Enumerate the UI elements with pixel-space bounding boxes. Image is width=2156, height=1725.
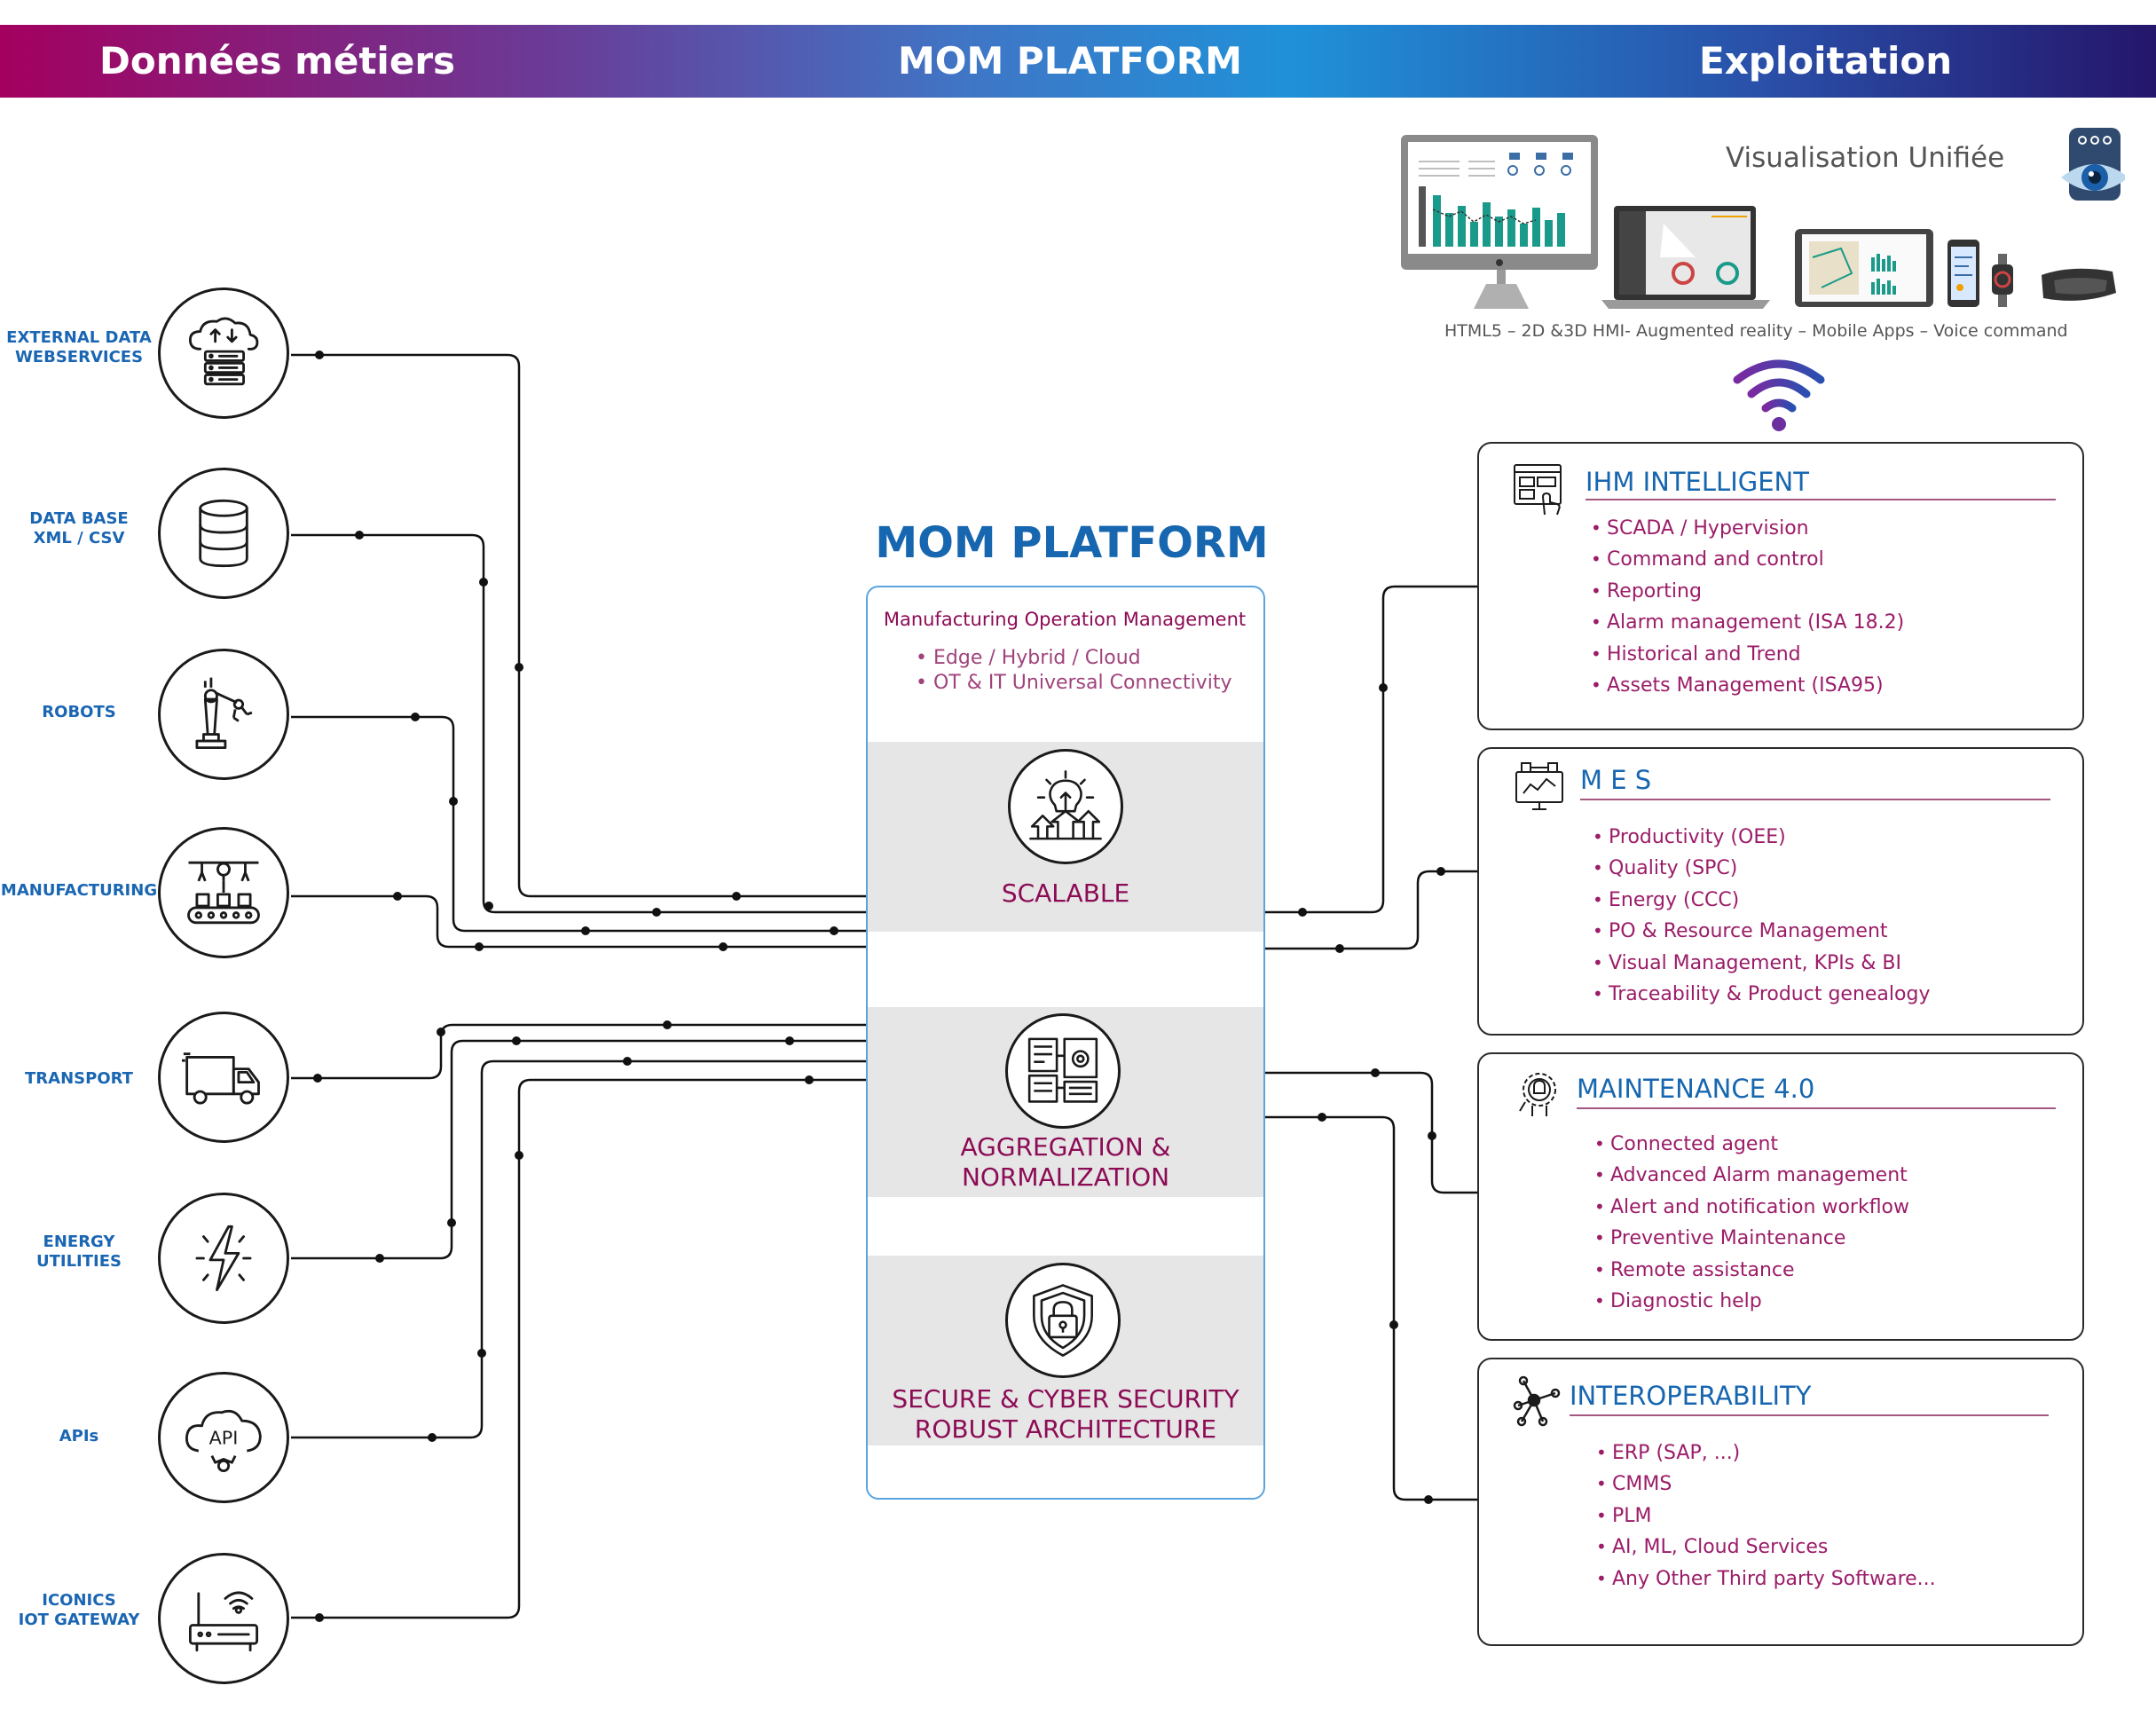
list-item: Historical and Trend — [1591, 639, 1904, 670]
list-item: PO & Resource Management — [1593, 916, 1930, 947]
list-item: Diagnostic help — [1594, 1286, 1909, 1317]
mes-monitor-icon — [1515, 762, 1563, 810]
panel-interop-title: INTEROPERABILITY — [1570, 1381, 1812, 1411]
panel-mes-list: Productivity (OEE) Quality (SPC) Energy … — [1593, 822, 1930, 1010]
robots-label: ROBOTS — [42, 703, 116, 721]
panel-interop: INTEROPERABILITY ERP (SAP, ...) CMMS PLM… — [1477, 1358, 2084, 1646]
ar-headset-icon — [2042, 268, 2116, 301]
panel-mes-divider — [1580, 799, 2050, 800]
panel-ihm-list: SCADA / Hypervision Command and control … — [1591, 513, 1904, 701]
list-item: Alert and notification workflow — [1594, 1192, 1909, 1223]
aggregation-icon-circle — [1005, 1013, 1121, 1129]
panel-ihm-title: IHM INTELLIGENT — [1586, 467, 1809, 497]
energy-node — [158, 1193, 289, 1324]
svg-text:API: API — [209, 1428, 239, 1449]
header-left-title: Données métiers — [99, 39, 456, 83]
list-item: Traceability & Product genealogy — [1593, 979, 1930, 1010]
panel-ihm: IHM INTELLIGENT SCADA / Hypervision Comm… — [1477, 442, 2084, 730]
data-blocks-icon — [1027, 1037, 1098, 1103]
smartphone-icon — [1947, 240, 1979, 307]
mom-subtitle: Manufacturing Operation Management — [883, 609, 1247, 630]
database-node — [158, 468, 289, 599]
header-banner: Données métiers MOM PLATFORM Exploitatio… — [0, 25, 2156, 98]
list-item: Energy (CCC) — [1593, 885, 1930, 916]
list-item: SCADA / Hypervision — [1591, 513, 1904, 544]
scalable-label: SCALABLE — [1001, 878, 1130, 908]
api-cloud-icon: API — [185, 1409, 262, 1473]
robots-node — [158, 649, 289, 780]
panel-ihm-divider — [1586, 499, 2056, 500]
robot-arm-icon — [195, 677, 253, 750]
transport-label: TRANSPORT — [25, 1069, 133, 1088]
panel-interop-list: ERP (SAP, ...) CMMS PLM AI, ML, Cloud Se… — [1596, 1438, 1936, 1595]
mom-bullet: Edge / Hybrid / Cloud — [932, 647, 1141, 669]
cloud-server-icon — [188, 317, 259, 386]
panel-maintenance-title: MAINTENANCE 4.0 — [1577, 1074, 1815, 1104]
database-icon — [199, 499, 248, 568]
network-nodes-icon — [1513, 1375, 1561, 1427]
list-item: Remote assistance — [1594, 1255, 1909, 1286]
list-item: Productivity (OEE) — [1593, 822, 1930, 853]
lightning-icon — [195, 1225, 252, 1292]
external-data-node — [158, 288, 289, 419]
router-icon — [188, 1591, 259, 1652]
list-item: Quality (SPC) — [1593, 853, 1930, 884]
visualisation-subtitle: HTML5 – 2D &3D HMI- Augmented reality – … — [1444, 321, 2068, 341]
truck-icon — [182, 1052, 260, 1105]
security-icon-circle — [1005, 1263, 1121, 1378]
shield-lock-icon — [1033, 1284, 1093, 1357]
wifi-icon — [1733, 359, 1825, 431]
mom-bullets: • Edge / Hybrid / Cloud • OT & IT Univer… — [916, 647, 1232, 694]
mom-bullet: OT & IT Universal Connectivity — [932, 672, 1232, 694]
list-item: Any Other Third party Software... — [1596, 1564, 1936, 1595]
manufacturing-label: MANUFACTURING — [0, 881, 158, 900]
aggregation-label: AGGREGATION &NORMALIZATION — [960, 1132, 1171, 1192]
list-item: Assets Management (ISA95) — [1591, 670, 1904, 701]
list-item: Command and control — [1591, 544, 1904, 575]
panel-interop-divider — [1570, 1414, 2049, 1416]
gateway-node — [158, 1553, 289, 1684]
laptop-icon — [1601, 206, 1770, 309]
list-item: Alarm management (ISA 18.2) — [1591, 607, 1904, 638]
panel-maintenance: MAINTENANCE 4.0 Connected agent Advanced… — [1477, 1052, 2084, 1341]
list-item: Visual Management, KPIs & BI — [1593, 948, 1930, 979]
header-right-title: Exploitation — [1699, 39, 1953, 83]
header-center-title: MOM PLATFORM — [898, 39, 1242, 83]
desktop-monitor-icon — [1401, 135, 1598, 309]
panel-maintenance-divider — [1577, 1107, 2056, 1109]
hmi-touch-icon — [1514, 464, 1562, 516]
lightbulb-growth-icon — [1029, 770, 1102, 840]
apis-node: API — [158, 1372, 289, 1503]
panel-mes-title: M E S — [1580, 765, 1652, 795]
scalable-icon-circle — [1008, 749, 1123, 864]
list-item: Advanced Alarm management — [1594, 1160, 1909, 1191]
list-item: ERP (SAP, ...) — [1596, 1438, 1936, 1469]
panel-mes: M E S Productivity (OEE) Quality (SPC) E… — [1477, 747, 2084, 1036]
list-item: Reporting — [1591, 576, 1904, 607]
devices-illustration — [1401, 128, 2125, 309]
list-item: CMMS — [1596, 1469, 1936, 1500]
tablet-icon — [1795, 229, 1933, 307]
gear-head-icon — [1519, 1073, 1556, 1116]
list-item: PLM — [1596, 1501, 1936, 1532]
panel-maintenance-list: Connected agent Advanced Alarm managemen… — [1594, 1129, 1909, 1317]
apis-label: APIs — [59, 1427, 99, 1445]
mom-platform-title: MOM PLATFORM — [875, 518, 1269, 568]
visualisation-title: Visualisation Unifiée — [1726, 142, 2005, 174]
list-item: Preventive Maintenance — [1594, 1223, 1909, 1254]
eye-vision-icon — [2061, 128, 2125, 201]
list-item: Connected agent — [1594, 1129, 1909, 1160]
list-item: AI, ML, Cloud Services — [1596, 1532, 1936, 1563]
smartwatch-icon — [1992, 254, 2013, 307]
manufacturing-node — [158, 827, 289, 958]
transport-node — [158, 1012, 289, 1143]
conveyor-icon — [187, 861, 260, 925]
